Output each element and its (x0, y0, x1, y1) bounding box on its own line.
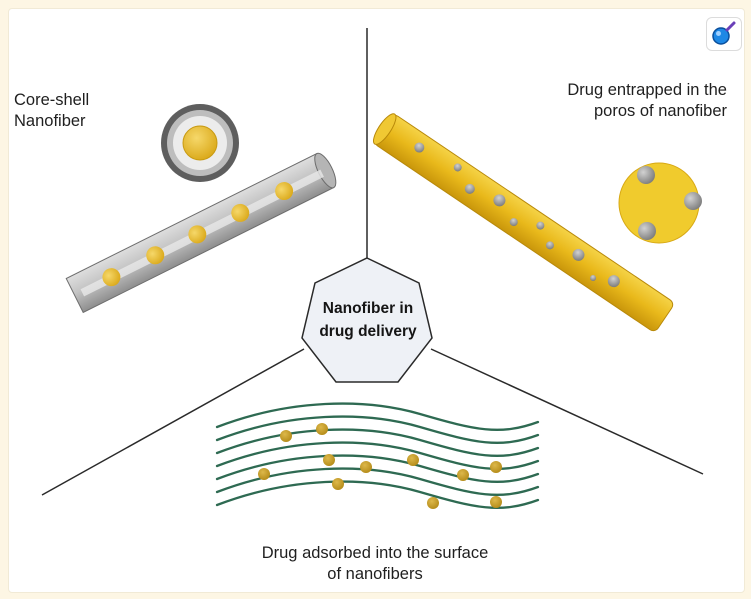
pore-particle (509, 218, 518, 227)
pore-particle (493, 194, 506, 207)
pore-particle (545, 241, 554, 250)
adsorbed-particle (360, 461, 372, 473)
divider-right (430, 348, 704, 475)
core-shell-label: Core-shell Nanofiber (14, 90, 89, 132)
fiber-strand (215, 428, 540, 457)
center-label-line1: Nanofiber in (322, 300, 414, 317)
fiber-strand (215, 402, 540, 431)
pore-particle (572, 248, 585, 261)
core-shell-label-line2: Nanofiber (14, 112, 86, 130)
surface-fiber-strands (215, 402, 540, 509)
drug-core-particle (188, 225, 207, 244)
entrapped-label: Drug entrapped in the poros of nanofiber (487, 80, 727, 122)
pore-particle (464, 183, 475, 194)
pore-particle (607, 275, 620, 288)
adsorbed-particle (457, 469, 469, 481)
divider-lines (41, 28, 704, 496)
adsorbed-particle (316, 423, 328, 435)
center-heptagon (301, 257, 433, 383)
adsorbed-particle (490, 461, 502, 473)
adsorbed-particle (280, 430, 292, 442)
search-magnifier-icon[interactable] (706, 17, 742, 51)
fiber-strand (215, 467, 540, 496)
pore-particle (638, 222, 656, 240)
fiber-strand (215, 480, 540, 509)
porous-fiber-rod (372, 113, 674, 332)
entrapped-label-line2: poros of nanofiber (593, 102, 727, 120)
center-label-line2: drug delivery (319, 323, 417, 340)
core-shell-cross-section (161, 104, 239, 182)
fiber-strand (215, 415, 540, 444)
divider-left (41, 348, 305, 496)
drug-core-particle (231, 203, 250, 222)
adsorbed-drug-particles (258, 423, 502, 509)
pore-particle (453, 163, 462, 172)
center-label: Nanofiber in drug delivery (298, 297, 438, 343)
core-shell-label-line1: Core-shell (14, 91, 90, 109)
adsorbed-particle (427, 497, 439, 509)
porous-cross-section (618, 162, 702, 244)
pore-particle (414, 142, 425, 153)
adsorbed-particle (407, 454, 419, 466)
adsorbed-particle (332, 478, 344, 490)
adsorbed-label-line1: Drug adsorbed into the surface (261, 544, 489, 562)
pore-particle (684, 192, 702, 210)
magnifier-icon-graphic (712, 21, 736, 45)
drug-core-particle (275, 182, 294, 201)
core-shell-fiber-rod (65, 152, 337, 314)
drug-core-particle (102, 268, 121, 287)
drug-core-particle (146, 246, 165, 265)
pore-particle (590, 275, 597, 282)
pore-particle (637, 166, 655, 184)
adsorbed-particle (323, 454, 335, 466)
adsorbed-label-line2: of nanofibers (327, 565, 423, 583)
adsorbed-particle (490, 496, 502, 508)
pore-particle (536, 221, 545, 230)
adsorbed-particle (258, 468, 270, 480)
entrapped-label-line1: Drug entrapped in the (567, 81, 727, 99)
adsorbed-label: Drug adsorbed into the surface of nanofi… (190, 543, 560, 585)
